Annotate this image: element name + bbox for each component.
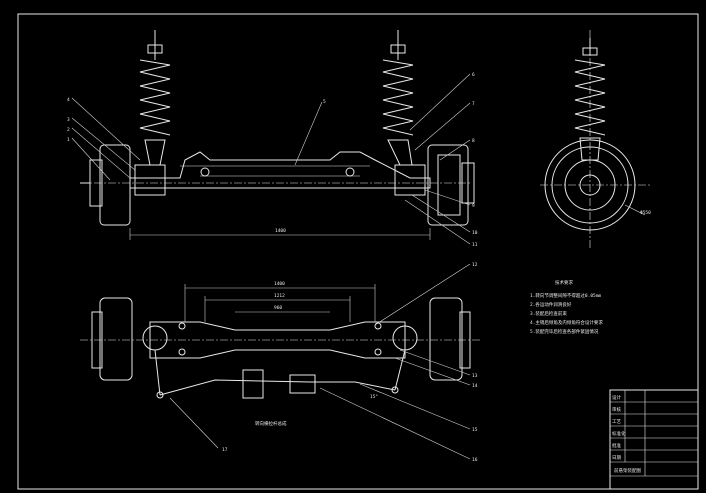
title-row-2: 审核 — [612, 406, 621, 413]
left-coil-spring — [134, 30, 171, 196]
callout-5: 5 — [323, 99, 326, 105]
axle-beam — [129, 151, 431, 189]
plan-view: 转向横拉杆总成 15° 1400 1212 960 — [80, 281, 480, 427]
callout-10: 10 — [472, 230, 478, 236]
plan-left-wheel — [99, 297, 133, 381]
callout-17: 17 — [222, 447, 228, 453]
plan-dim-mid1-text: 1212 — [274, 293, 285, 299]
front-dim-text: 1400 — [275, 228, 286, 234]
brake-drum-rim — [551, 146, 629, 224]
plan-axle — [149, 321, 406, 359]
title-row-4: 标准化 — [612, 430, 626, 437]
callout-3: 3 — [67, 117, 70, 123]
right-pivot — [345, 167, 355, 177]
right-steering-arm — [394, 349, 406, 391]
note-line-2: 2.各运动件润滑良好 — [530, 301, 572, 308]
callout-4: 4 — [67, 97, 70, 103]
callout-6: 6 — [472, 72, 475, 78]
front-callouts: 4 3 2 1 5 6 7 8 9 10 11 — [67, 72, 478, 248]
hub-center — [579, 174, 601, 196]
callout-15: 15 — [472, 427, 478, 433]
left-steering-arm — [154, 349, 161, 396]
linkage-clamp-2 — [289, 374, 316, 394]
plan-right-wheel — [429, 297, 463, 381]
note-line-4: 4.主销后倾角及内倾角符合设计要求 — [530, 319, 603, 326]
side-view: Φ550 — [540, 30, 651, 250]
title-block: 设计 审核 工艺 标准化 批准 日期 前悬架装配图 — [609, 389, 699, 490]
link-angle-text: 15° — [370, 394, 378, 400]
side-coil-spring — [574, 59, 606, 136]
callout-8: 8 — [472, 138, 475, 144]
plan-dim-top-text: 1400 — [274, 281, 285, 287]
plan-dim-mid2-text: 960 — [274, 305, 282, 311]
callout-11: 11 — [472, 242, 478, 248]
right-wheel-hub — [427, 144, 475, 226]
callout-1: 1 — [67, 137, 70, 143]
notes-heading: 技术要求 — [555, 279, 573, 286]
note-line-1: 1.转向节调整间隙不得超过0.05mm — [530, 292, 601, 299]
technical-notes: 技术要求 1.转向节调整间隙不得超过0.05mm 2.各运动件润滑良好 3.装配… — [530, 279, 603, 335]
note-line-5: 5.装配完毕后检查各部件紧固情况 — [530, 328, 599, 335]
left-pivot — [200, 167, 210, 177]
title-row-3: 工艺 — [612, 419, 621, 425]
callout-7: 7 — [472, 101, 475, 107]
side-diameter-text: Φ550 — [640, 210, 651, 216]
title-row-5: 批准 — [612, 442, 621, 449]
drawing-frame — [17, 13, 699, 490]
callout-12: 12 — [472, 262, 478, 268]
hub-flange — [564, 159, 616, 211]
steering-linkage — [159, 379, 396, 396]
callout-14: 14 — [472, 383, 478, 389]
front-view: 1400 — [80, 30, 475, 240]
callout-16: 16 — [472, 457, 478, 463]
note-line-3: 3.装配后检查前束 — [530, 310, 567, 317]
linkage-label: 转向横拉杆总成 — [255, 420, 287, 427]
plan-left-knuckle — [142, 325, 168, 351]
callout-9: 9 — [472, 203, 475, 209]
callout-2: 2 — [67, 127, 70, 133]
title-row-6: 日期 — [612, 455, 621, 461]
brake-drum-outer — [544, 139, 636, 231]
callout-13: 13 — [472, 373, 478, 379]
plan-callouts: 12 13 14 15 16 17 — [169, 262, 478, 463]
title-row-1: 设计 — [612, 394, 621, 401]
linkage-clamp-1 — [242, 369, 264, 399]
left-wheel-hub — [80, 144, 131, 226]
drawing-title: 前悬架装配图 — [614, 467, 641, 474]
right-coil-spring — [382, 30, 426, 196]
